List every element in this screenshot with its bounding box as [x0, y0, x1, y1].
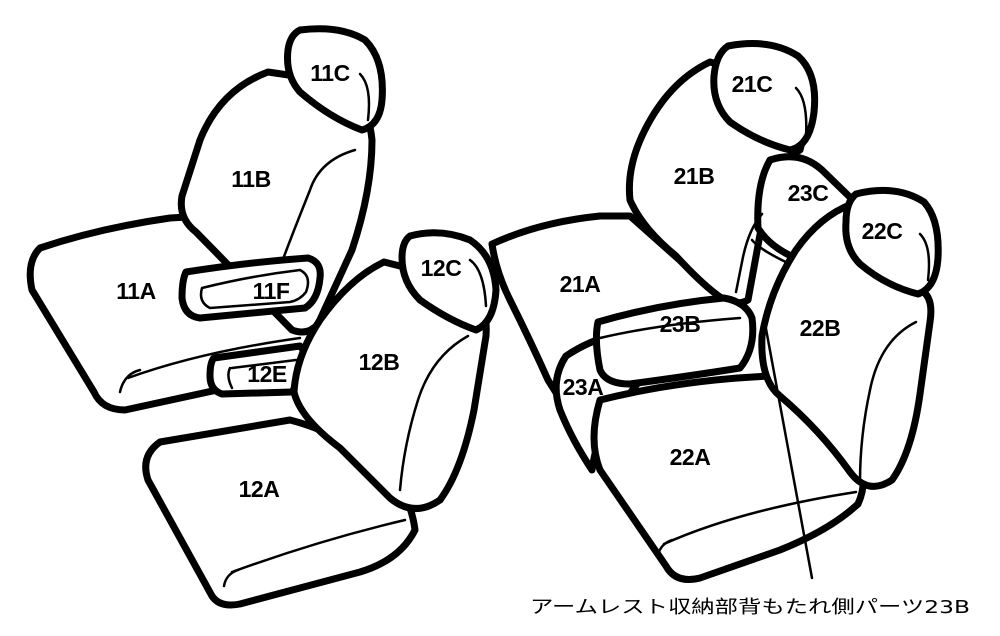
caption-text: アームレスト収納部背もたれ側パーツ23B: [530, 597, 970, 618]
seat-22: [590, 186, 942, 583]
label-11F: 11F: [253, 278, 290, 304]
caption-leader-line: [762, 316, 814, 580]
part-11B-shape: [177, 68, 376, 336]
label-21C: 21C: [732, 71, 773, 97]
label-12E: 12E: [247, 361, 287, 387]
label-23A: 23A: [563, 374, 604, 400]
label-12B: 12B: [359, 349, 400, 375]
seat-23: [552, 153, 862, 474]
label-22B: 22B: [800, 315, 841, 341]
label-11B: 11B: [231, 166, 270, 192]
label-12C: 12C: [421, 255, 462, 281]
part-22C-shape: [842, 186, 942, 298]
label-11C: 11C: [310, 60, 349, 86]
label-23B: 23B: [660, 311, 701, 337]
label-22A: 22A: [670, 444, 711, 470]
part-22A-shape: [590, 372, 867, 583]
seat-12: [142, 229, 500, 609]
part-12B-shape: [290, 258, 490, 512]
label-22C: 22C: [862, 218, 903, 244]
part-11C-shape: [284, 25, 386, 134]
part-12C-shape: [398, 229, 500, 334]
label-11A: 11A: [116, 278, 155, 304]
part-21C-shape: [710, 40, 819, 154]
label-21B: 21B: [674, 163, 715, 189]
label-23C: 23C: [788, 180, 829, 206]
label-21A: 21A: [560, 271, 601, 297]
label-12A: 12A: [239, 476, 280, 502]
seat-11: [26, 25, 386, 414]
